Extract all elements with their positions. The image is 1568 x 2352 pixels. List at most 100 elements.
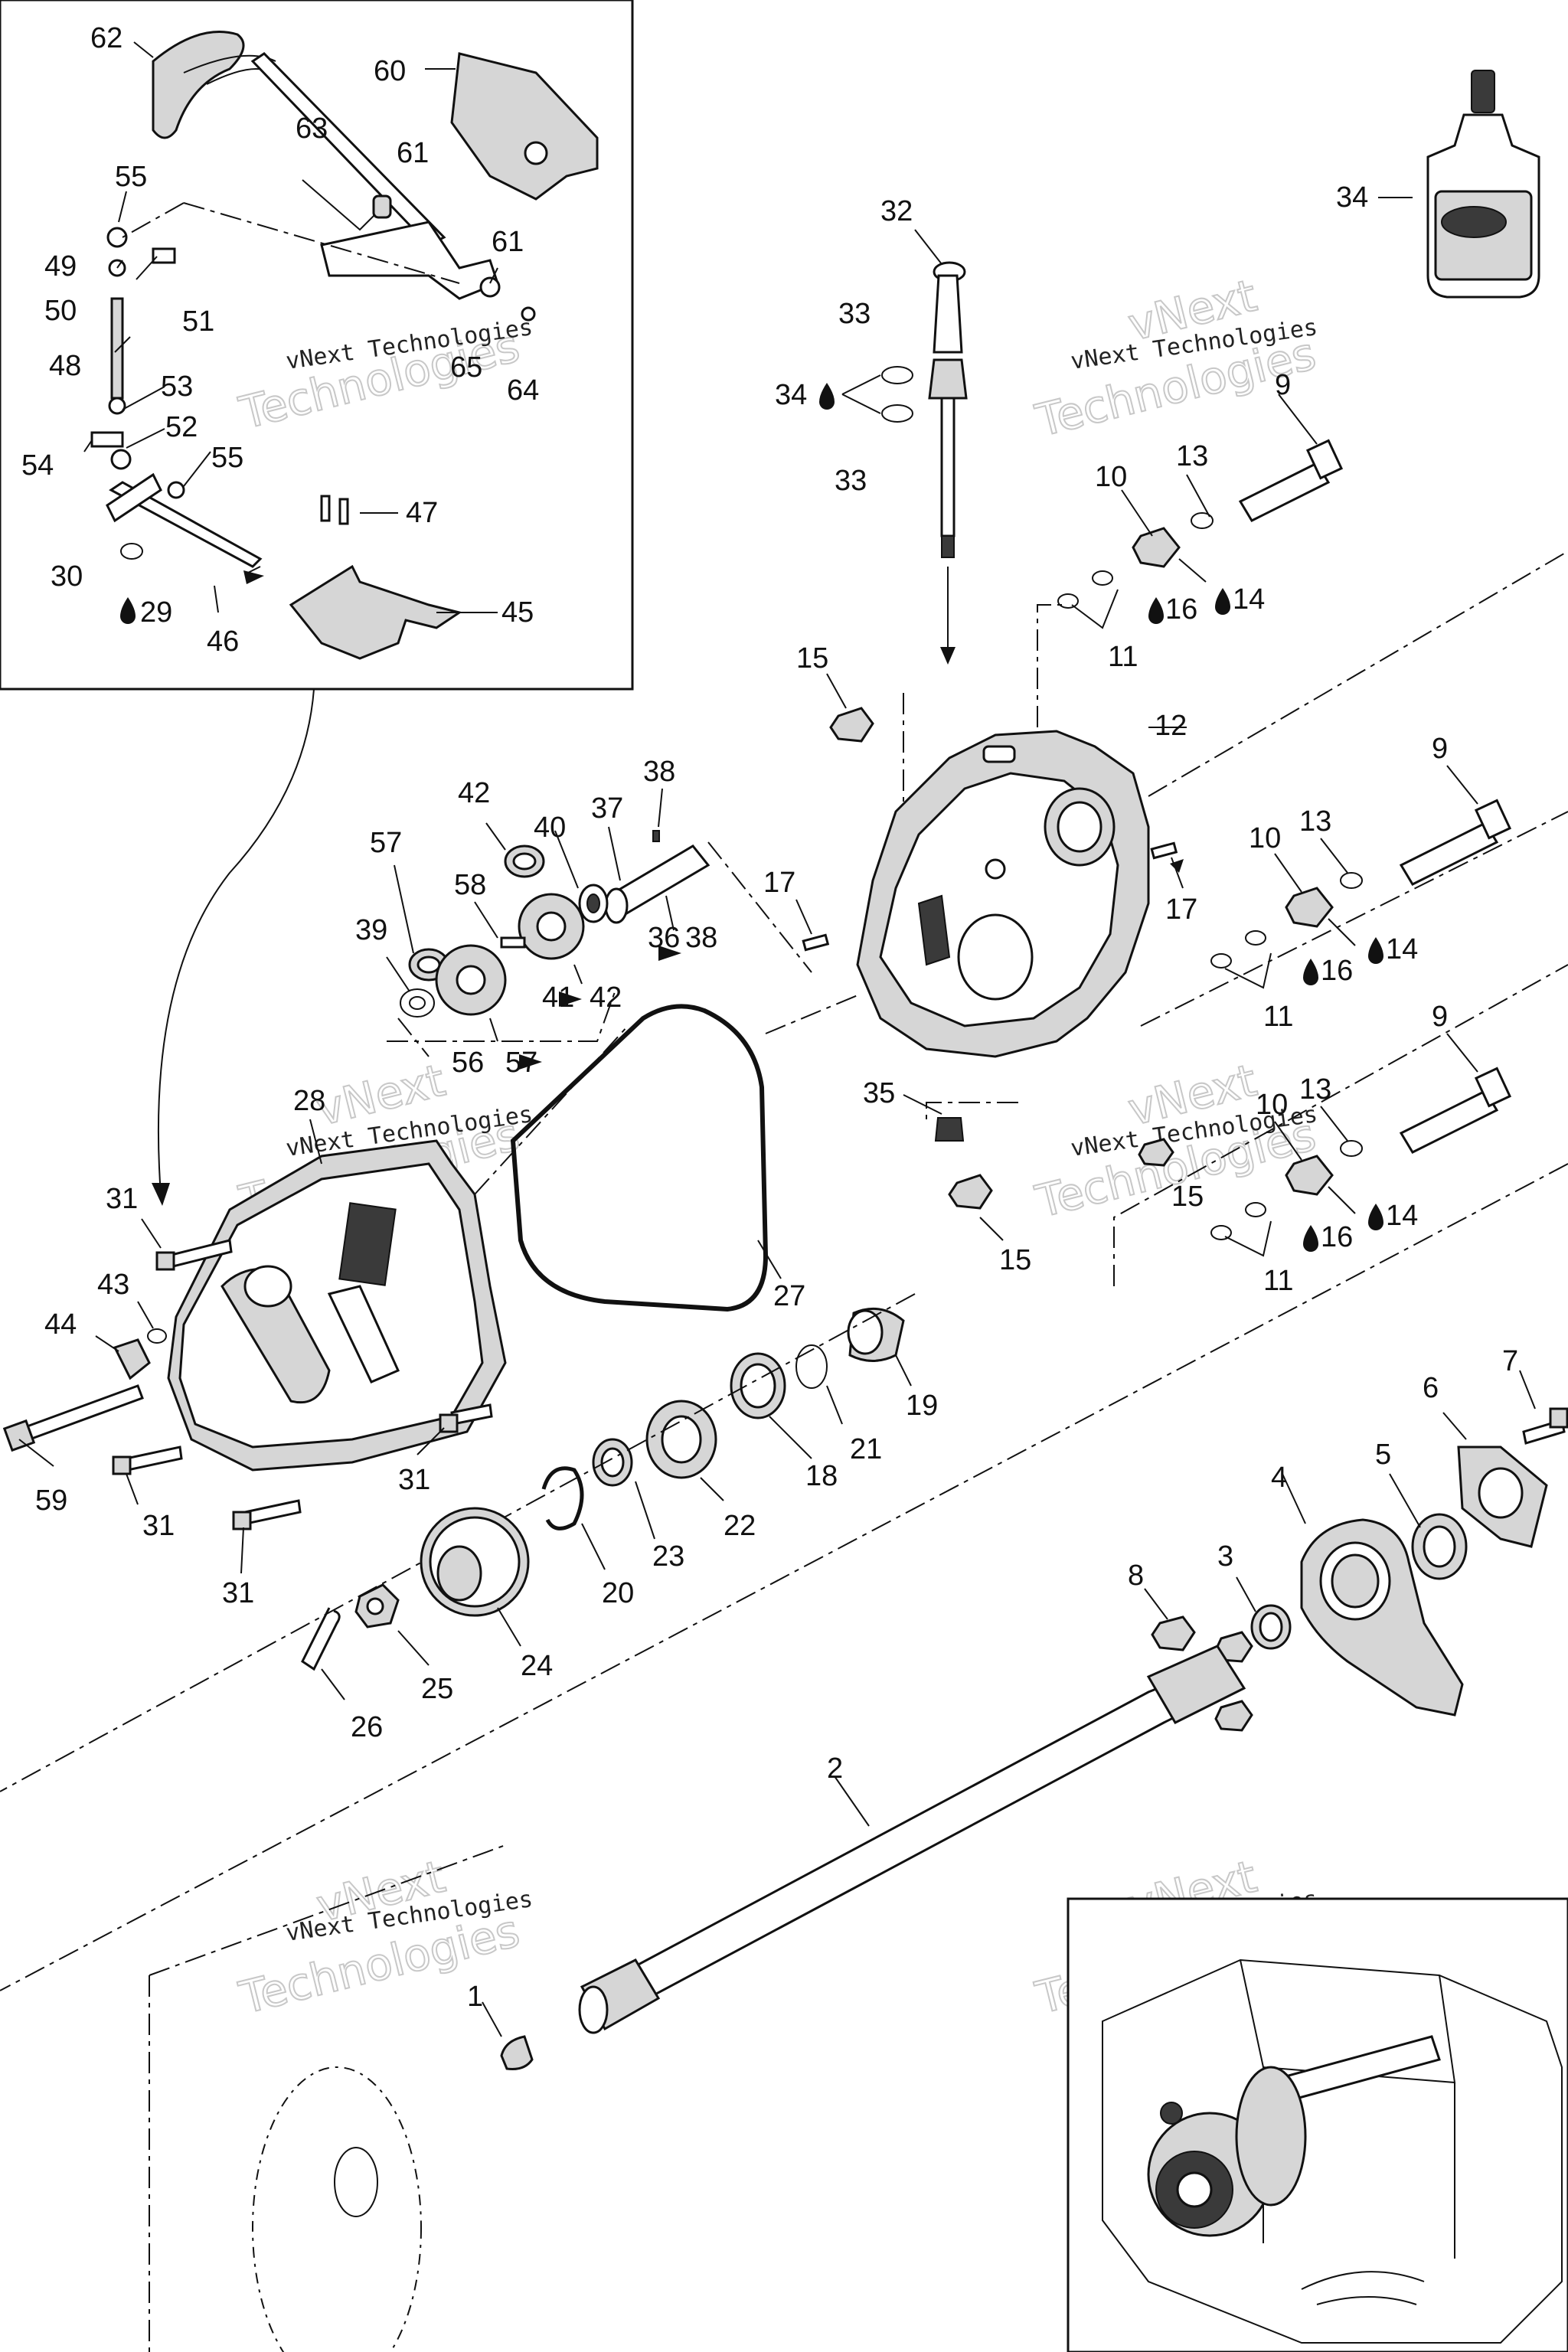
- label-50: 50: [44, 295, 77, 327]
- label-53: 53: [161, 371, 193, 403]
- label-38: 38: [685, 922, 717, 954]
- label-55: 55: [211, 442, 243, 474]
- label-10: 10: [1256, 1089, 1288, 1121]
- bolt-sets: [1037, 394, 1568, 1286]
- label-48: 48: [49, 350, 81, 382]
- label-32: 32: [880, 195, 913, 227]
- oil-drop-icons: [120, 383, 1383, 1252]
- label-5: 5: [1375, 1439, 1391, 1471]
- label-1: 1: [467, 1981, 483, 2013]
- label-57: 57: [370, 827, 402, 859]
- label-15: 15: [1171, 1181, 1204, 1213]
- drive-shaft: [149, 1645, 1246, 2352]
- label-34: 34: [775, 379, 807, 411]
- label-18: 18: [805, 1460, 838, 1492]
- cover-28: [167, 1025, 629, 1472]
- label-43: 43: [97, 1269, 129, 1301]
- label-13: 13: [1176, 440, 1208, 472]
- label-3: 3: [1217, 1540, 1233, 1573]
- label-52: 52: [165, 411, 198, 443]
- label-8: 8: [1128, 1560, 1144, 1592]
- label-55: 55: [115, 161, 147, 193]
- label-30: 30: [51, 560, 83, 593]
- label-11: 11: [1263, 1265, 1293, 1297]
- label-34: 34: [1336, 181, 1368, 214]
- label-22: 22: [724, 1510, 756, 1542]
- label-42: 42: [458, 777, 490, 809]
- label-7: 7: [1502, 1345, 1518, 1377]
- label-15: 15: [999, 1244, 1031, 1276]
- label-46: 46: [207, 626, 239, 658]
- label-12: 12: [1155, 710, 1187, 742]
- label-13: 13: [1299, 805, 1331, 838]
- label-35: 35: [863, 1077, 895, 1109]
- label-39: 39: [355, 914, 387, 946]
- label-31: 31: [398, 1464, 430, 1496]
- label-54: 54: [21, 449, 54, 482]
- label-44: 44: [44, 1308, 77, 1341]
- label-47: 47: [406, 497, 438, 529]
- label-17: 17: [1165, 893, 1197, 926]
- gearbox-housing-12: [856, 727, 1187, 1058]
- label-10: 10: [1249, 822, 1281, 854]
- label-58: 58: [454, 869, 486, 901]
- label-28: 28: [293, 1085, 325, 1117]
- oil-drop-icon: [819, 383, 835, 410]
- label-45: 45: [501, 596, 534, 629]
- oil-drop-icon: [1368, 1204, 1383, 1230]
- label-9: 9: [1275, 369, 1291, 401]
- label-61: 61: [492, 226, 524, 258]
- label-37: 37: [591, 792, 623, 825]
- label-24: 24: [521, 1650, 553, 1682]
- output-gear: [301, 1507, 530, 1700]
- label-21: 21: [850, 1433, 882, 1465]
- label-51: 51: [182, 305, 214, 338]
- label-26: 26: [351, 1711, 383, 1743]
- label-31: 31: [142, 1510, 175, 1542]
- oil-drop-icon: [1303, 959, 1318, 985]
- label-20: 20: [602, 1577, 634, 1609]
- label-16: 16: [1321, 955, 1353, 987]
- assembly-arrow: [152, 570, 1184, 1206]
- label-60: 60: [374, 55, 406, 87]
- label-64: 64: [507, 374, 539, 407]
- label-27: 27: [773, 1280, 805, 1312]
- oil-drop-icon: [1215, 588, 1230, 615]
- bearing-plate: [0, 1163, 1568, 1991]
- part-labels: 62 60 63 61 55 61 49 50 51 48 65 64 53 5…: [21, 22, 1518, 2013]
- label-61: 61: [397, 137, 429, 169]
- label-14: 14: [1233, 583, 1265, 616]
- label-15: 15: [796, 642, 828, 675]
- oil-bottle-34: [1378, 70, 1540, 299]
- label-59: 59: [35, 1485, 67, 1517]
- label-40: 40: [534, 812, 566, 844]
- label-38: 38: [643, 756, 675, 788]
- label-11: 11: [1263, 1001, 1293, 1033]
- label-17: 17: [763, 867, 795, 899]
- label-56: 56: [452, 1047, 484, 1079]
- label-31: 31: [106, 1183, 138, 1215]
- label-9: 9: [1432, 1001, 1448, 1033]
- label-25: 25: [421, 1673, 453, 1705]
- label-65: 65: [450, 351, 482, 384]
- label-16: 16: [1321, 1221, 1353, 1253]
- oil-drop-icon: [1303, 1225, 1318, 1252]
- label-33: 33: [835, 465, 867, 497]
- label-16: 16: [1165, 593, 1197, 626]
- label-49: 49: [44, 250, 77, 283]
- label-31: 31: [222, 1577, 254, 1609]
- label-6: 6: [1423, 1372, 1439, 1404]
- label-36: 36: [648, 922, 680, 954]
- label-11: 11: [1108, 641, 1138, 673]
- label-63: 63: [296, 113, 328, 145]
- dipstick-assembly: [841, 229, 968, 665]
- cover-hardware: [2, 1218, 493, 1574]
- label-41: 41: [542, 982, 574, 1014]
- shaft-bearings: [0, 1293, 916, 1792]
- label-42: 42: [590, 982, 622, 1014]
- label-13: 13: [1299, 1073, 1331, 1106]
- label-62: 62: [90, 22, 122, 54]
- label-10: 10: [1095, 461, 1127, 493]
- label-33: 33: [838, 298, 871, 330]
